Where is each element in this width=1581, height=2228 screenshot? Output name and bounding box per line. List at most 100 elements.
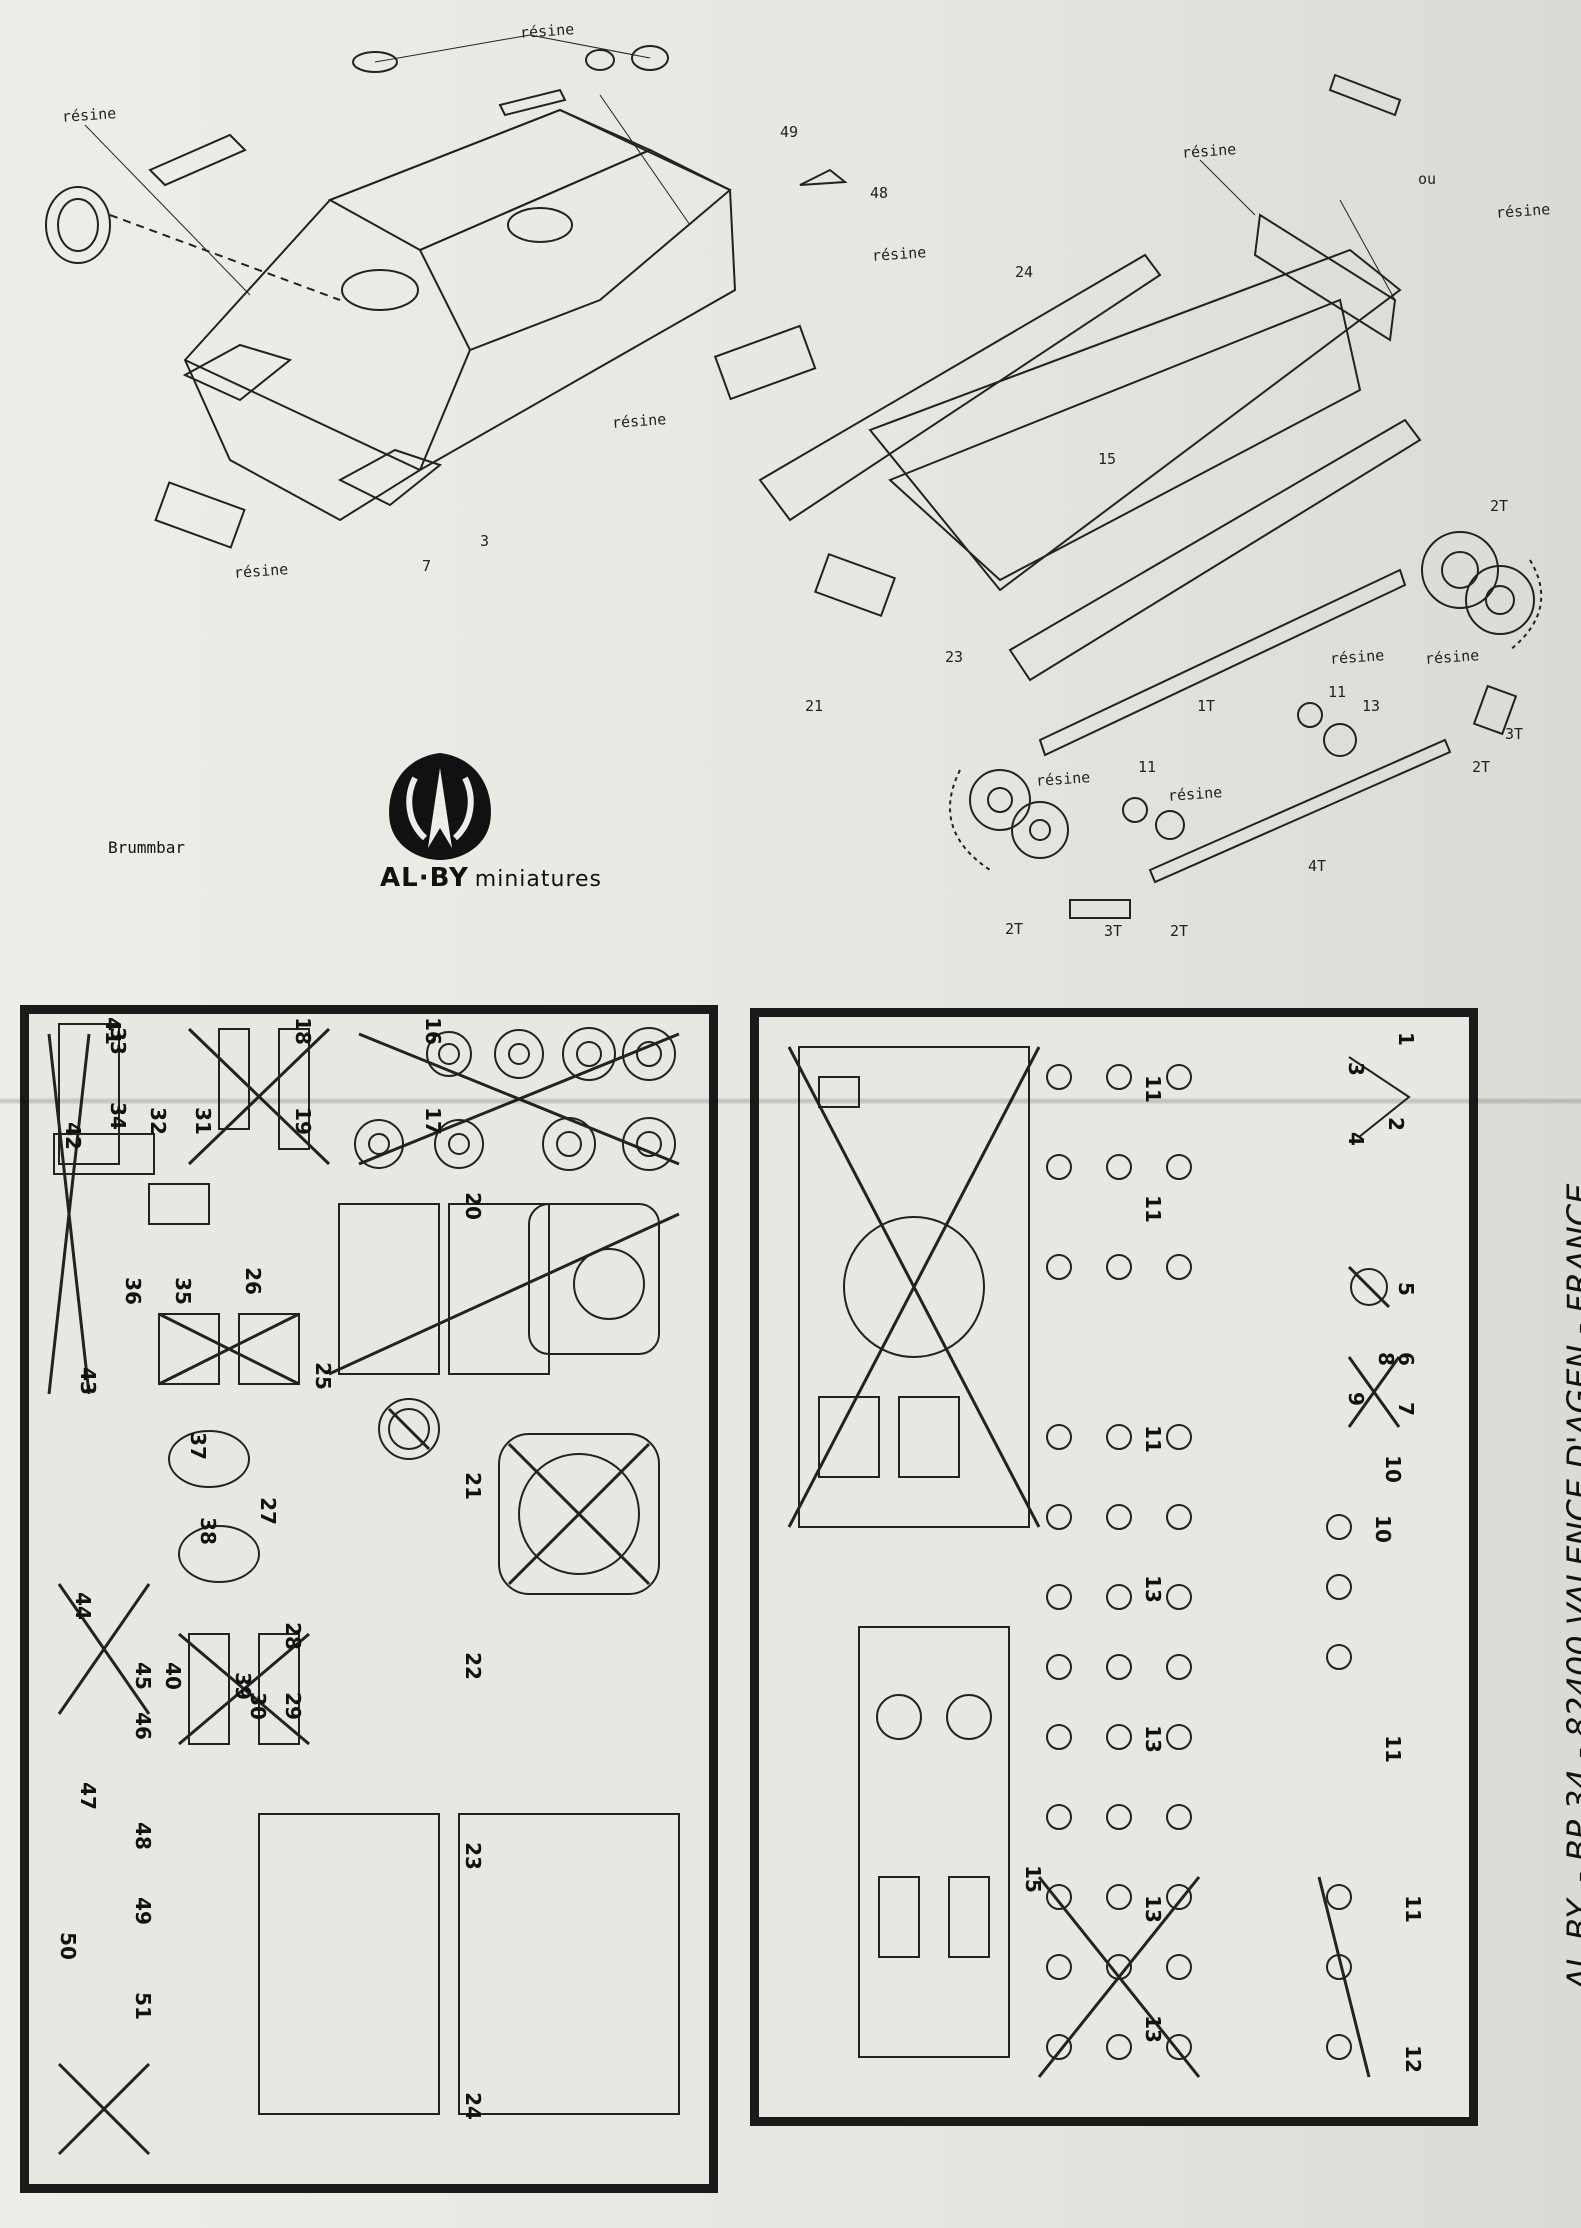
label-part-21: 21 bbox=[805, 697, 824, 715]
gun-barrel bbox=[148, 133, 247, 187]
label-resine-5: résine bbox=[233, 560, 289, 582]
sprue-number-9: 9 bbox=[1343, 1392, 1368, 1406]
sprue-number-21: 21 bbox=[460, 1472, 485, 1500]
hull-floor-15 bbox=[858, 1626, 1010, 2058]
idler-wheel-2 bbox=[1465, 565, 1535, 635]
sprue-number-17: 17 bbox=[420, 1107, 445, 1135]
sprue-number-18: 18 bbox=[290, 1017, 315, 1045]
label-resine-11: résine bbox=[1167, 783, 1223, 805]
hull-top-plate bbox=[798, 1046, 1030, 1528]
sprue-number-34: 34 bbox=[105, 1102, 130, 1130]
hub-11 bbox=[1122, 797, 1148, 823]
sprue-number-11-b: 11 bbox=[1140, 1195, 1165, 1223]
sprue-number-28: 28 bbox=[280, 1622, 305, 1650]
label-part-23: 23 bbox=[945, 648, 964, 666]
alby-emblem-icon bbox=[389, 753, 491, 860]
floor-plate-15 bbox=[888, 298, 1362, 582]
idler-wheel-1 bbox=[1421, 531, 1499, 609]
label-part-1T: 1T bbox=[1197, 697, 1216, 715]
sprue-number-1: 1 bbox=[1393, 1032, 1418, 1046]
label-part-24: 24 bbox=[1015, 263, 1034, 281]
road-wheel-columns bbox=[1046, 1064, 1352, 2060]
sprue-number-16: 16 bbox=[420, 1017, 445, 1045]
sprue-number-11-d: 11 bbox=[1380, 1735, 1405, 1763]
sprue-number-37: 37 bbox=[185, 1432, 210, 1460]
sprue-number-13-a: 13 bbox=[1140, 1575, 1165, 1603]
side-plate-23 bbox=[1008, 418, 1422, 682]
label-part-7: 7 bbox=[422, 557, 432, 575]
label-part-4T: 4T bbox=[1308, 857, 1327, 875]
sprue-number-24: 24 bbox=[460, 2092, 485, 2120]
side-skirt-24 bbox=[258, 1813, 440, 2115]
sprue-number-40: 40 bbox=[160, 1662, 185, 1690]
front-block-left bbox=[182, 343, 293, 402]
sprue-number-44: 44 bbox=[70, 1592, 95, 1620]
sprue-number-48: 48 bbox=[130, 1822, 155, 1850]
sprue-number-42: 42 bbox=[60, 1122, 85, 1150]
sprue-number-49: 49 bbox=[130, 1897, 155, 1925]
sprue-number-43: 43 bbox=[75, 1367, 100, 1395]
idler-guard bbox=[1509, 559, 1543, 651]
sprue-number-15: 15 bbox=[1020, 1865, 1045, 1893]
sprue-number-39: 39 bbox=[230, 1672, 255, 1700]
hull-front-plate bbox=[418, 148, 732, 352]
wheels-16-19 bbox=[354, 1027, 680, 1171]
sprue-number-10-b: 10 bbox=[1370, 1515, 1395, 1543]
sprue-panel-right: 1 2 3 4 5 6 7 8 9 10 10 11 11 11 11 11 1… bbox=[750, 1008, 1478, 2126]
label-part-11-a: 11 bbox=[1328, 683, 1347, 701]
sprue-number-22: 22 bbox=[460, 1652, 485, 1680]
label-resine-8: résine bbox=[1329, 646, 1385, 668]
sprue-number-20: 20 bbox=[460, 1192, 485, 1220]
label-resine-7: résine bbox=[1495, 200, 1551, 222]
sprue-number-46: 46 bbox=[130, 1712, 155, 1740]
road-wheel-11 bbox=[1297, 702, 1323, 728]
label-resine-3: résine bbox=[871, 243, 927, 265]
sprue-number-29: 29 bbox=[280, 1692, 305, 1720]
crew-figure-37 bbox=[168, 1430, 250, 1488]
sprue-number-13-d: 13 bbox=[1140, 2015, 1165, 2043]
sprue-left-drawing bbox=[47, 1023, 680, 2156]
rear-plate bbox=[1253, 213, 1397, 342]
label-resine-10: résine bbox=[1035, 768, 1091, 790]
label-part-11-b: 11 bbox=[1138, 758, 1157, 776]
sprue-number-47: 47 bbox=[75, 1782, 100, 1810]
label-resine-4: résine bbox=[611, 410, 667, 432]
sprue-number-11-c: 11 bbox=[1140, 1425, 1165, 1453]
label-part-15: 15 bbox=[1098, 450, 1117, 468]
sprue-number-19: 19 bbox=[290, 1107, 315, 1135]
label-part-2T-b: 2T bbox=[1472, 758, 1491, 776]
sprue-number-11-e: 11 bbox=[1400, 1895, 1425, 1923]
label-resine-2: résine bbox=[61, 104, 117, 126]
label-part-2T-a: 2T bbox=[1490, 497, 1509, 515]
sprue-number-25: 25 bbox=[310, 1362, 335, 1390]
side-skirt-23 bbox=[458, 1813, 680, 2115]
label-resine-9: résine bbox=[1424, 646, 1480, 668]
label-part-3T-b: 3T bbox=[1104, 922, 1123, 940]
brand-suffix: miniatures bbox=[474, 867, 603, 892]
paper-fold bbox=[0, 1098, 1581, 1104]
label-part-48: 48 bbox=[870, 184, 889, 202]
sprue-number-51: 51 bbox=[130, 1992, 155, 2020]
hull-tub bbox=[868, 248, 1402, 592]
sprue-panel-left: 16 17 18 19 20 21 22 23 24 25 26 27 28 2… bbox=[20, 1005, 718, 2193]
label-part-2T-c: 2T bbox=[1005, 920, 1024, 938]
crew-figure-38 bbox=[178, 1525, 260, 1583]
hatch-1 bbox=[341, 269, 419, 311]
side-plate-24 bbox=[758, 253, 1162, 522]
brand-name: AL·BY bbox=[380, 863, 469, 893]
track-4T bbox=[1148, 738, 1452, 884]
sprue-number-8: 8 bbox=[1373, 1352, 1398, 1366]
sprocket-guard bbox=[949, 769, 991, 871]
label-resine-1: résine bbox=[519, 20, 575, 42]
sprue-number-23: 23 bbox=[460, 1842, 485, 1870]
sprue-number-3: 3 bbox=[1343, 1062, 1368, 1076]
track-1T bbox=[1038, 568, 1407, 757]
label-resine-6: résine bbox=[1181, 140, 1237, 162]
sprue-number-45: 45 bbox=[130, 1662, 155, 1690]
manufacturer-address: AL.BY. - BP 34 - 82400 VALENCE D'AGEN - … bbox=[1560, 1183, 1581, 1990]
sprue-number-4: 4 bbox=[1343, 1132, 1368, 1146]
exploded-assembly-diagram: résine résine résine résine résine résin… bbox=[0, 0, 1581, 970]
